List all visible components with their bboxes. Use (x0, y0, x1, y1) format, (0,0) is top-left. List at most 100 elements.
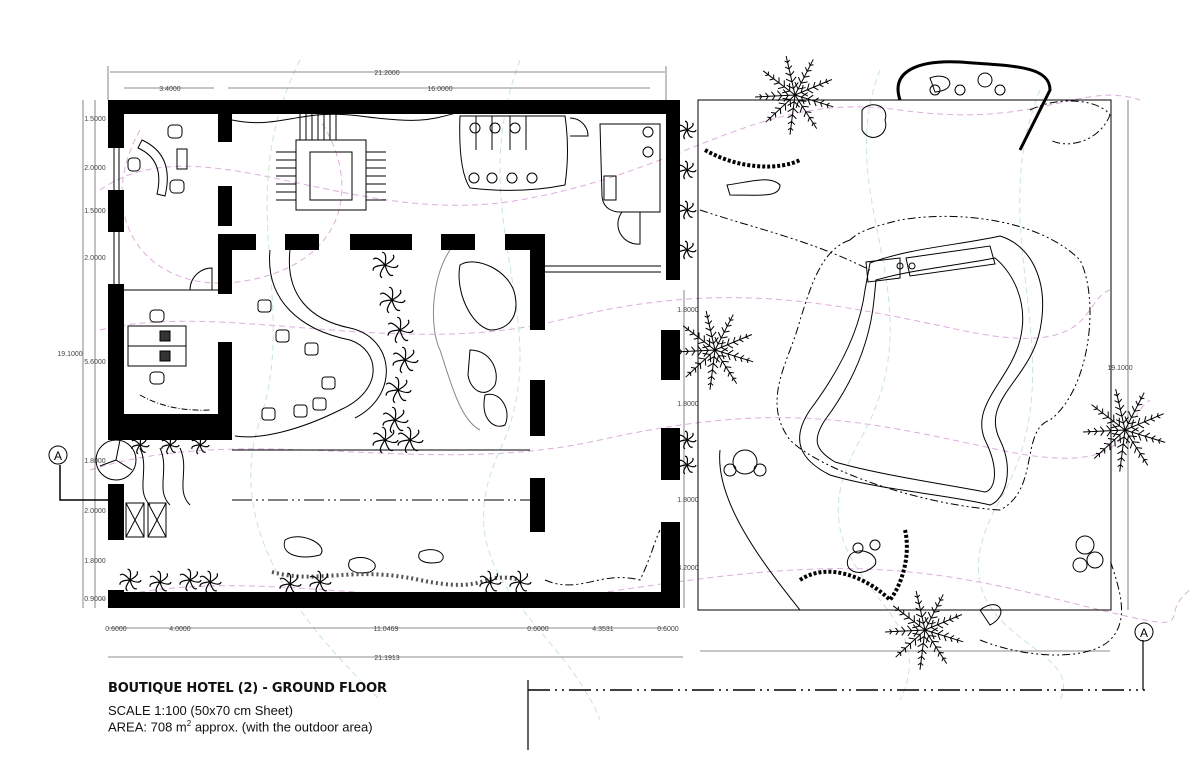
dimension-label: 0.6000 (657, 626, 679, 633)
wall-inner-1 (218, 100, 232, 142)
dimension-label: 5.6000 (84, 359, 106, 366)
shrub-icon (179, 568, 202, 592)
pool-inner (816, 257, 1024, 493)
shrub-icon (678, 200, 697, 220)
section-line (48, 445, 1154, 750)
outdoor-area (697, 60, 1123, 656)
drawing-scale: SCALE 1:100 (50x70 cm Sheet) (108, 703, 293, 718)
wall-court-2 (285, 234, 319, 250)
wall-left-4 (108, 484, 124, 540)
dimension-label: 1.8000 (677, 497, 699, 504)
dimension-label: 11.0469 (374, 626, 399, 633)
dimension-label: 0.6000 (527, 626, 549, 633)
dimension-label: 4.0000 (169, 626, 191, 633)
contour-green-2 (483, 59, 601, 721)
section-marker-right (1134, 622, 1154, 642)
shrub-icon (509, 570, 532, 594)
shrub-icon (149, 570, 172, 594)
contour-pink-4 (99, 568, 1191, 623)
dimension-label: 1.8000 (84, 458, 106, 465)
chair (167, 124, 183, 139)
elevator (125, 502, 145, 538)
shrub-icon (161, 435, 180, 455)
shrub-icon (372, 251, 399, 279)
side-table (176, 148, 188, 170)
dimension-label: 16.0000 (427, 86, 452, 93)
shrub-icon (397, 426, 424, 454)
wall-left-3 (108, 284, 124, 440)
contour-pink-5 (121, 119, 343, 284)
dimension-label: 1.5000 (84, 116, 106, 123)
washroom (459, 115, 568, 191)
shrub-icon (199, 570, 222, 594)
courtyard-path (234, 249, 374, 438)
palm-tree-icon (675, 310, 754, 390)
dimension-label: 19.1000 (57, 351, 82, 358)
desk (127, 325, 187, 347)
dimension-label: 21.2000 (374, 70, 399, 77)
wall-inner-2 (218, 186, 232, 226)
chair (149, 371, 165, 385)
contour-lines (89, 59, 1191, 721)
palm-tree-icon (885, 590, 964, 670)
area-unit-sup: 2 (186, 719, 192, 728)
shrub-icon (678, 120, 697, 140)
area-suffix: approx. (with the outdoor area) (191, 719, 373, 735)
contour-green-1 (250, 59, 381, 701)
wall-left-2 (108, 190, 124, 232)
shrub-icon (678, 430, 697, 450)
chair (149, 309, 165, 323)
wall-court-v1 (530, 234, 545, 330)
dimension-label: 19.1000 (1107, 365, 1132, 372)
wall-right-1 (666, 100, 680, 280)
dimension-label: 3.2000 (677, 565, 699, 572)
staircase (276, 114, 386, 211)
wall-bottom (108, 592, 680, 608)
dimension-label: 1.5000 (84, 208, 106, 215)
section-marker-left (48, 445, 68, 465)
revolving-door (95, 439, 137, 481)
dimension-label: 0.9000 (84, 596, 106, 603)
wall-right-3 (661, 428, 680, 480)
contour-pink-1 (99, 94, 1141, 206)
dimension-label: 1.8000 (84, 558, 106, 565)
plants (119, 55, 1166, 670)
section-label-left: A (54, 449, 62, 463)
area-prefix: AREA: 708 m (108, 719, 187, 735)
wall-court-4 (441, 234, 475, 250)
contour-pink-3 (89, 399, 1151, 471)
chair (169, 179, 185, 194)
pool-outer (799, 235, 1044, 506)
wall-right-4 (661, 522, 680, 608)
shrub-icon (385, 376, 412, 404)
chair (127, 157, 141, 172)
palm-tree-icon (1083, 388, 1166, 472)
shrub-icon (279, 572, 302, 596)
wall-court-v2 (530, 380, 545, 436)
wall-court-3 (350, 234, 412, 250)
wall-office-bottom (108, 414, 232, 440)
dimension-label: 1.8000 (677, 307, 699, 314)
wall-court-v3 (530, 478, 545, 532)
dimension-label: 2.0000 (84, 255, 106, 262)
reception-desk (137, 139, 168, 197)
shrub-icon (379, 286, 406, 314)
outdoor-boundary (697, 99, 1112, 611)
section-label-right: A (1140, 626, 1148, 640)
dimension-label: 2.0000 (84, 165, 106, 172)
wall-left-1 (108, 100, 124, 148)
shrub-icon (382, 406, 409, 434)
shrub-icon (191, 435, 210, 455)
shrub-icon (479, 570, 502, 594)
pool-deck-dashed (776, 215, 1091, 511)
dimension-label: 0.6000 (105, 626, 127, 633)
shrub-icon (678, 160, 697, 180)
wall-inner-3 (218, 234, 232, 294)
contour-green-4 (977, 89, 1064, 701)
dimension-label: 21.1913 (374, 655, 399, 662)
shrub-icon (392, 346, 419, 374)
wall-right-2 (661, 330, 680, 380)
dimension-lines (82, 66, 1129, 658)
shrub-icon (309, 570, 332, 594)
